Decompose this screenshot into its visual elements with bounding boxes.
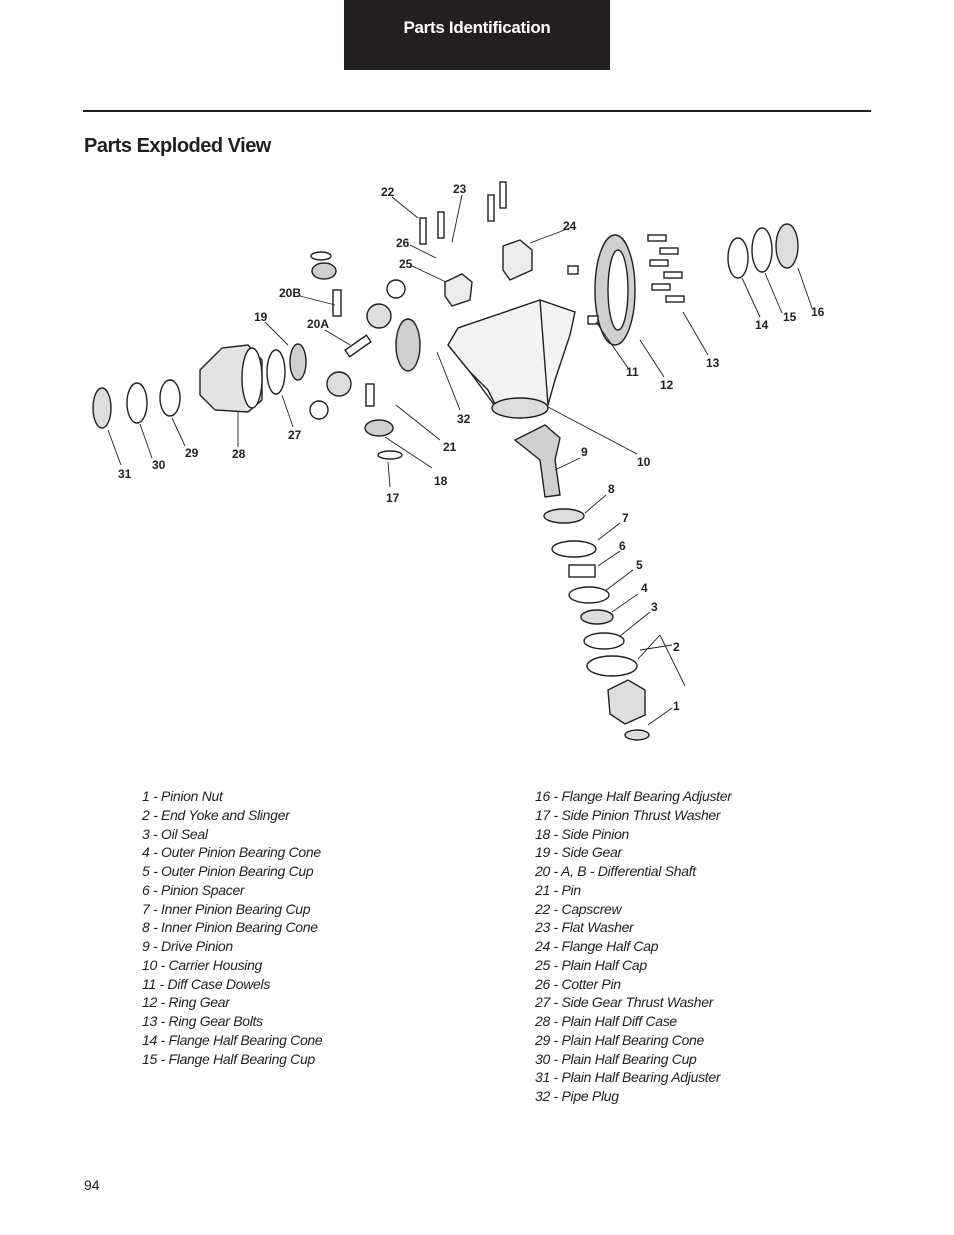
callout-11: 11 [626, 365, 639, 379]
flange-bearing-cup-shape [751, 227, 773, 273]
part-item: 27 - Side Gear Thrust Washer [535, 994, 714, 1011]
part-item: 28 - Plain Half Diff Case [535, 1013, 677, 1029]
callout-9: 9 [581, 445, 588, 459]
side-pinion-thrust-washer-shape [377, 450, 403, 460]
part-item: 12 - Ring Gear [142, 994, 230, 1011]
callout-15: 15 [783, 310, 797, 324]
callout-2: 2 [673, 640, 680, 654]
end-yoke-shape [607, 679, 646, 725]
part-item: 22 - Capscrew [535, 900, 622, 917]
parts-list-right: 16 - Flange Half Bearing Adjuster 17 - S… [535, 787, 732, 1106]
part-item: 7 - Inner Pinion Bearing Cup [142, 900, 311, 917]
part-item: 11 - Diff Case Dowels [142, 975, 271, 992]
slinger-shape [586, 655, 638, 677]
callout-6: 6 [619, 539, 626, 553]
outer-pinion-cone-shape [580, 609, 614, 625]
oil-seal-shape [583, 632, 625, 650]
part-item: 19 - Side Gear [535, 844, 622, 861]
carrier-housing-shape [447, 299, 576, 419]
part-item: 2 - End Yoke and Slinger [142, 806, 290, 823]
part-item: 25 - Plain Half Cap [535, 956, 647, 973]
side-gear-2-shape [395, 318, 421, 372]
part-item: 14 - Flange Half Bearing Cone [142, 1031, 323, 1048]
part-item: 20 - A, B - Differential Shaft [535, 863, 696, 879]
drive-pinion-shape [513, 424, 561, 498]
part-item: 24 - Flange Half Cap [535, 938, 659, 954]
callout-21: 21 [443, 440, 457, 454]
exploded-view-diagram: 1 2 3 4 5 6 7 8 9 10 11 12 13 14 15 16 1… [92, 181, 825, 741]
part-item: 3 - Oil Seal [142, 825, 208, 842]
header-rule [83, 110, 871, 112]
header-tab-label: Parts Identification [403, 18, 551, 37]
callout-29: 29 [185, 446, 199, 460]
part-item: 32 - Pipe Plug [535, 1088, 619, 1104]
callout-24: 24 [563, 219, 577, 233]
callout-17: 17 [386, 491, 400, 505]
side-gear-thrust-washer-shape [266, 349, 286, 395]
pinion-nut-shape [624, 729, 650, 741]
callout-23: 23 [453, 182, 467, 196]
callout-32: 32 [457, 412, 471, 426]
callout-8: 8 [608, 482, 615, 496]
flange-half-cap-shape [502, 239, 533, 281]
callout-7: 7 [622, 511, 629, 525]
part-item: 9 - Drive Pinion [142, 938, 233, 954]
callout-5: 5 [636, 558, 643, 572]
spider-shape [326, 371, 352, 397]
parts-list-left: 1 - Pinion Nut 2 - End Yoke and Slinger … [142, 787, 323, 1068]
part-item: 30 - Plain Half Bearing Cup [535, 1050, 697, 1067]
plain-half-cap-shape [444, 273, 473, 307]
callout-13: 13 [706, 356, 720, 370]
part-item: 31 - Plain Half Bearing Adjuster [535, 1069, 721, 1086]
part-item: 16 - Flange Half Bearing Adjuster [535, 788, 732, 804]
page-number: 94 [84, 1177, 100, 1193]
part-item: 8 - Inner Pinion Bearing Cone [142, 919, 318, 936]
inner-pinion-cup-shape [551, 540, 597, 558]
callout-20a: 20A [307, 317, 329, 331]
header-tab: Parts Identification [344, 0, 610, 70]
callout-22: 22 [381, 185, 395, 199]
part-item: 4 - Outer Pinion Bearing Cone [142, 844, 321, 861]
callout-12: 12 [660, 378, 674, 392]
plain-bearing-cone-shape [159, 379, 181, 417]
outer-pinion-cup-shape [568, 586, 610, 604]
part-item: 26 - Cotter Pin [535, 975, 621, 992]
callout-3: 3 [651, 600, 658, 614]
callout-28: 28 [232, 447, 246, 461]
callout-1: 1 [673, 699, 680, 713]
section-title: Parts Exploded View [84, 135, 271, 157]
callout-14: 14 [755, 318, 769, 332]
callout-30: 30 [152, 458, 166, 472]
callout-25: 25 [399, 257, 413, 271]
flange-bearing-cone-shape [727, 237, 749, 279]
part-item: 18 - Side Pinion [535, 825, 630, 842]
side-gear-shape [289, 343, 307, 381]
plain-bearing-cup-shape [126, 382, 148, 424]
pinion-spacer-shape [568, 564, 596, 578]
part-item: 10 - Carrier Housing [142, 956, 263, 973]
part-item: 29 - Plain Half Bearing Cone [535, 1031, 705, 1048]
callout-4: 4 [641, 581, 648, 595]
flange-adjuster-shape [775, 223, 799, 269]
side-pinion-shape [311, 262, 337, 280]
callout-20b: 20B [279, 286, 301, 300]
callout-19: 19 [254, 310, 268, 324]
part-item: 6 - Pinion Spacer [142, 881, 245, 898]
callout-26: 26 [396, 236, 410, 250]
part-item: 5 - Outer Pinion Bearing Cup [142, 863, 314, 879]
part-item: 15 - Flange Half Bearing Cup [142, 1050, 315, 1067]
part-item: 23 - Flat Washer [535, 919, 634, 936]
inner-pinion-cone-shape [543, 508, 585, 524]
callout-16: 16 [811, 305, 825, 319]
ring-gear-bolts-shape [647, 234, 685, 303]
callout-27: 27 [288, 428, 302, 442]
callout-10: 10 [637, 455, 651, 469]
plain-adjuster-shape [92, 387, 112, 429]
callout-18: 18 [434, 474, 448, 488]
part-item: 17 - Side Pinion Thrust Washer [535, 806, 721, 823]
part-item: 13 - Ring Gear Bolts [142, 1013, 263, 1029]
callout-31: 31 [118, 467, 132, 481]
part-item: 21 - Pin [535, 881, 581, 898]
part-item: 1 - Pinion Nut [142, 788, 223, 804]
